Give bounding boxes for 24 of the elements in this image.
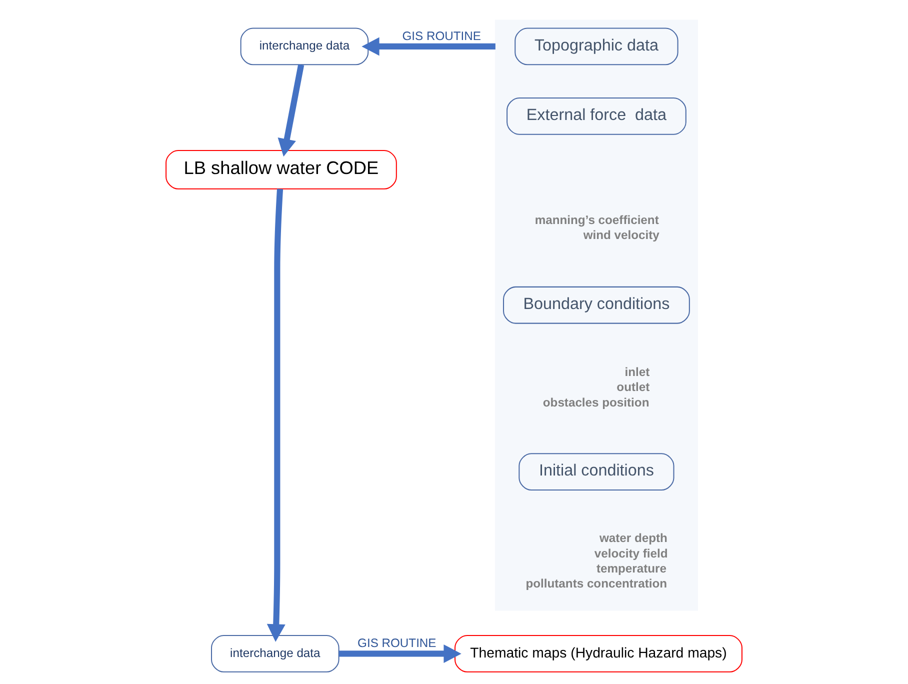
node-label: obstacles position [542,395,650,410]
node-label: velocity field [594,546,668,560]
arrow [266,188,286,642]
cluster [494,20,698,611]
node-box: interchange data [211,635,340,672]
node-label: temperature [596,561,666,576]
node-label: manning’s coefficient [534,212,659,227]
node-label: inlet [624,364,650,379]
node-label: outlet [616,380,650,394]
node-box: Topographic data [514,28,678,66]
node-box: LB shallow water CODE [166,150,397,190]
edge-label: GIS ROUTINE [358,636,436,650]
node-label: water depth [599,531,668,546]
node-box: Initial conditions [518,453,674,491]
node-box: Thematic maps (Hydraulic Hazard maps) [454,635,742,672]
node-box: Boundary conditions [503,286,690,324]
node-label: pollutants concentration [526,576,668,591]
arrow [362,37,496,56]
node-box: interchange data [240,28,369,66]
edge-label: GIS ROUTINE [402,28,481,43]
arrow [339,644,462,663]
arrow [278,64,304,157]
node-box: External force data [506,98,686,135]
node-label: wind velocity [583,228,660,242]
